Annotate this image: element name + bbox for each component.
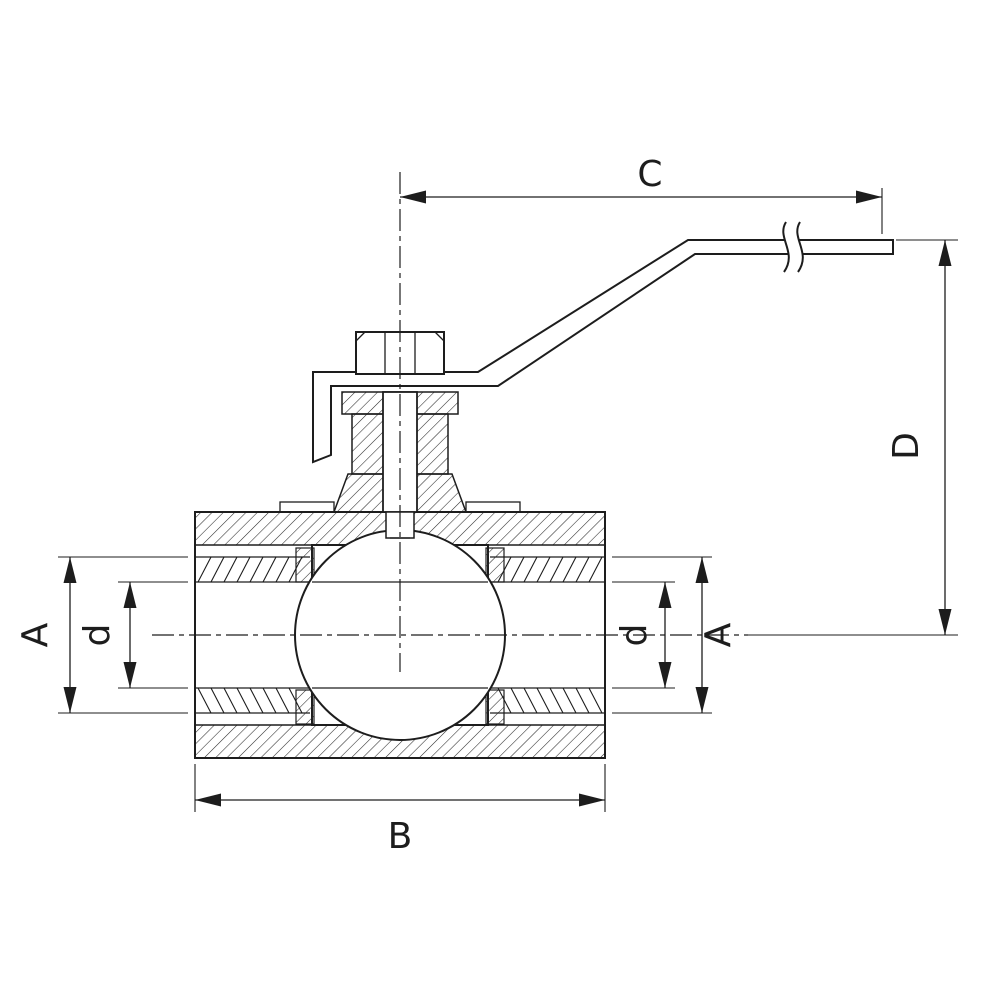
arrowhead bbox=[695, 687, 709, 713]
thread-lines-right bbox=[490, 556, 605, 714]
dimension-b: B bbox=[194, 764, 606, 857]
arrowhead bbox=[856, 190, 882, 204]
dimension-a-right: A bbox=[612, 556, 739, 714]
thread-lines-left bbox=[195, 556, 310, 714]
dim-d-small-right-label: d bbox=[614, 624, 655, 647]
threads-left-bottom bbox=[197, 687, 303, 714]
dim-c-label: C bbox=[637, 154, 662, 195]
dimension-d-small-left: d bbox=[77, 581, 188, 689]
seat-left-bottom bbox=[295, 689, 315, 725]
handle-lever bbox=[312, 239, 894, 464]
dimension-a-left: A bbox=[15, 556, 188, 714]
valve-handle bbox=[312, 221, 894, 464]
dim-d-small-left-label: d bbox=[77, 624, 118, 647]
arrowhead bbox=[938, 240, 952, 266]
arrowhead bbox=[123, 662, 137, 688]
arrowhead bbox=[658, 582, 672, 608]
arrowhead bbox=[695, 557, 709, 583]
dimension-c: C bbox=[400, 154, 883, 234]
handle-break-fill bbox=[783, 222, 803, 272]
handle-break-symbol bbox=[782, 221, 804, 273]
seat-left-top bbox=[295, 547, 315, 583]
collar-right bbox=[465, 501, 521, 513]
seat-right-top bbox=[485, 547, 505, 583]
arrowhead bbox=[658, 662, 672, 688]
arrowhead bbox=[579, 793, 605, 807]
arrowhead bbox=[63, 687, 77, 713]
dim-d-label: D bbox=[886, 432, 927, 460]
dimension-d: D bbox=[748, 239, 958, 636]
arrowhead bbox=[195, 793, 221, 807]
threads-right-bottom bbox=[497, 687, 603, 714]
seat-right-bottom bbox=[485, 689, 505, 725]
arrowhead bbox=[938, 609, 952, 635]
collar-left bbox=[279, 501, 335, 513]
dim-a-left-label: A bbox=[15, 622, 56, 647]
arrowhead bbox=[63, 557, 77, 583]
dim-b-label: B bbox=[388, 816, 413, 857]
arrowhead bbox=[400, 190, 426, 204]
nut-facets bbox=[355, 331, 445, 374]
threads-right-top bbox=[497, 556, 603, 583]
dim-a-right-label: A bbox=[698, 622, 739, 647]
arrowhead bbox=[123, 582, 137, 608]
centerlines bbox=[152, 172, 748, 672]
stem-assembly bbox=[332, 391, 468, 539]
dimension-d-small-right: d bbox=[612, 581, 675, 689]
threads-left-top bbox=[197, 556, 303, 583]
